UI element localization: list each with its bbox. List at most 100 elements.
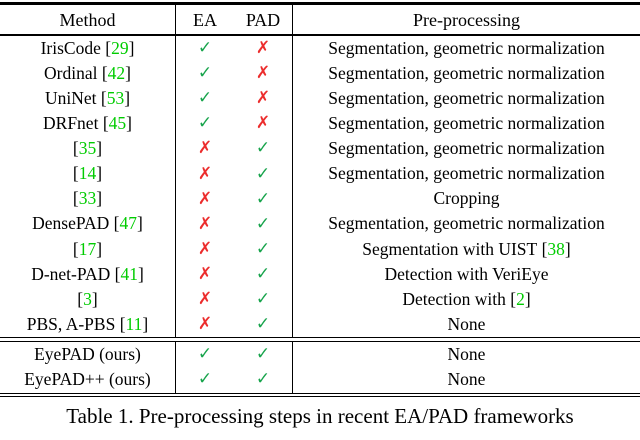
ea-cell: ✓ xyxy=(176,342,234,368)
preprocessing-text: Segmentation, geometric normalization xyxy=(328,87,605,108)
table-bottom-rule xyxy=(0,392,640,398)
preprocessing-cell: Segmentation, geometric normalization xyxy=(293,212,640,237)
method-name: Ordinal xyxy=(44,62,102,83)
header-preprocessing: Pre-processing xyxy=(413,9,520,30)
cite-bracket: [ xyxy=(72,138,79,159)
citation-link[interactable]: 33 xyxy=(78,188,97,209)
preprocessing-text: Segmentation, geometric normalization xyxy=(328,138,605,159)
cross-icon: ✗ xyxy=(197,314,213,335)
citation-link[interactable]: 2 xyxy=(516,288,525,309)
preprocessing-cell: Detection with VeriEye xyxy=(293,262,640,287)
citation-link[interactable]: 45 xyxy=(108,113,127,134)
section-divider-rule xyxy=(0,337,640,342)
table-row: D-net-PAD [41]✗✓Detection with VeriEye xyxy=(0,261,640,287)
cite-bracket: [ xyxy=(72,163,79,184)
cite-bracket: [ xyxy=(72,188,79,209)
cite-bracket: ] xyxy=(137,263,144,284)
citation-link[interactable]: 35 xyxy=(78,138,97,159)
method-cell: PBS, A-PBS [11] xyxy=(0,312,176,338)
pad-cell: ✓ xyxy=(234,341,293,368)
preprocessing-cell: Segmentation, geometric normalization xyxy=(293,161,640,186)
method-cell: EyePAD (ours) xyxy=(0,341,176,368)
table-row: IrisCode [29]✓✗Segmentation, geometric n… xyxy=(0,36,640,62)
cross-icon: ✗ xyxy=(255,63,271,84)
preprocessing-text: None xyxy=(447,369,486,390)
ea-cell: ✓ xyxy=(176,36,234,61)
table-row: [17]✗✓Segmentation with UIST [38] xyxy=(0,236,640,262)
header-pad: PAD xyxy=(234,5,293,34)
pad-cell: ✓ xyxy=(234,286,293,313)
ea-cell: ✓ xyxy=(176,61,234,86)
cite-bracket: [ xyxy=(100,87,107,108)
citation-link[interactable]: 38 xyxy=(547,238,565,259)
check-icon: ✓ xyxy=(255,263,271,284)
cross-icon: ✗ xyxy=(197,163,213,184)
citation-link[interactable]: 29 xyxy=(111,37,129,58)
pad-cell: ✗ xyxy=(234,61,293,87)
table-row: Ordinal [42]✓✗Segmentation, geometric no… xyxy=(0,61,640,87)
citation-link[interactable]: 3 xyxy=(83,288,92,309)
cite-bracket: [ xyxy=(541,238,548,259)
pad-cell: ✗ xyxy=(234,111,293,137)
method-cell: D-net-PAD [41] xyxy=(0,261,176,287)
method-cell: [33] xyxy=(0,186,176,212)
check-icon: ✓ xyxy=(197,38,213,59)
check-icon: ✓ xyxy=(197,63,213,84)
citation-link[interactable]: 53 xyxy=(106,87,125,108)
check-icon: ✓ xyxy=(255,288,271,309)
pad-cell: ✓ xyxy=(234,236,293,262)
citation-link[interactable]: 11 xyxy=(125,313,143,334)
preprocessing-text: Segmentation, geometric normalization xyxy=(328,113,605,134)
check-icon: ✓ xyxy=(255,369,271,390)
method-name: DensePAD xyxy=(32,213,114,234)
citation-link[interactable]: 14 xyxy=(78,163,97,184)
method-cell: IrisCode [29] xyxy=(0,36,176,62)
table-body: IrisCode [29]✓✗Segmentation, geometric n… xyxy=(0,36,640,338)
preprocessing-cell: None xyxy=(293,367,640,393)
cite-bracket: [ xyxy=(113,213,120,234)
citation-link[interactable]: 17 xyxy=(78,238,97,259)
cite-bracket: [ xyxy=(101,62,108,83)
cross-icon: ✗ xyxy=(197,238,213,259)
ea-cell: ✓ xyxy=(176,367,234,393)
preprocessing-text: Cropping xyxy=(433,188,500,209)
preprocessing-cell: Segmentation, geometric normalization xyxy=(293,86,640,111)
ea-cell: ✗ xyxy=(176,287,234,312)
cite-bracket: ] xyxy=(124,87,131,108)
cite-bracket: ] xyxy=(524,288,531,309)
method-name: UniNet xyxy=(44,87,101,108)
pad-cell: ✓ xyxy=(234,312,293,338)
ea-cell: ✗ xyxy=(176,237,234,262)
method-cell: [14] xyxy=(0,161,176,187)
citation-link[interactable]: 47 xyxy=(119,213,138,234)
cite-bracket: ] xyxy=(96,138,103,159)
cite-bracket: ] xyxy=(142,313,149,334)
cross-icon: ✗ xyxy=(255,88,271,109)
ea-cell: ✓ xyxy=(176,111,234,136)
check-icon: ✓ xyxy=(255,188,271,209)
cross-icon: ✗ xyxy=(197,288,213,309)
pad-cell: ✓ xyxy=(234,136,293,162)
pad-cell: ✓ xyxy=(234,161,293,187)
cite-bracket: ] xyxy=(96,163,103,184)
cite-bracket: [ xyxy=(114,263,121,284)
method-name: EyePAD (ours) xyxy=(34,343,141,364)
preprocessing-cell: Segmentation, geometric normalization xyxy=(293,61,640,86)
method-name: EyePAD++ (ours) xyxy=(24,369,151,390)
cite-bracket: [ xyxy=(102,113,109,134)
citation-link[interactable]: 42 xyxy=(107,62,126,83)
table-caption: Table 1. Pre-processing steps in recent … xyxy=(66,404,574,429)
header-bottom-rule xyxy=(0,34,640,36)
method-cell: EyePAD++ (ours) xyxy=(0,367,176,393)
cross-icon: ✗ xyxy=(255,113,271,134)
preprocessing-table: Method EA PAD Pre-processing IrisCode [2… xyxy=(0,2,640,429)
preprocessing-text: Segmentation, geometric normalization xyxy=(328,213,605,234)
table-row: DRFnet [45]✓✗Segmentation, geometric nor… xyxy=(0,111,640,137)
cite-bracket: ] xyxy=(96,238,103,259)
citation-link[interactable]: 41 xyxy=(120,263,138,284)
cross-icon: ✗ xyxy=(255,38,271,59)
check-icon: ✓ xyxy=(255,343,271,364)
pad-cell: ✗ xyxy=(234,86,293,112)
cite-bracket: [ xyxy=(510,288,517,309)
